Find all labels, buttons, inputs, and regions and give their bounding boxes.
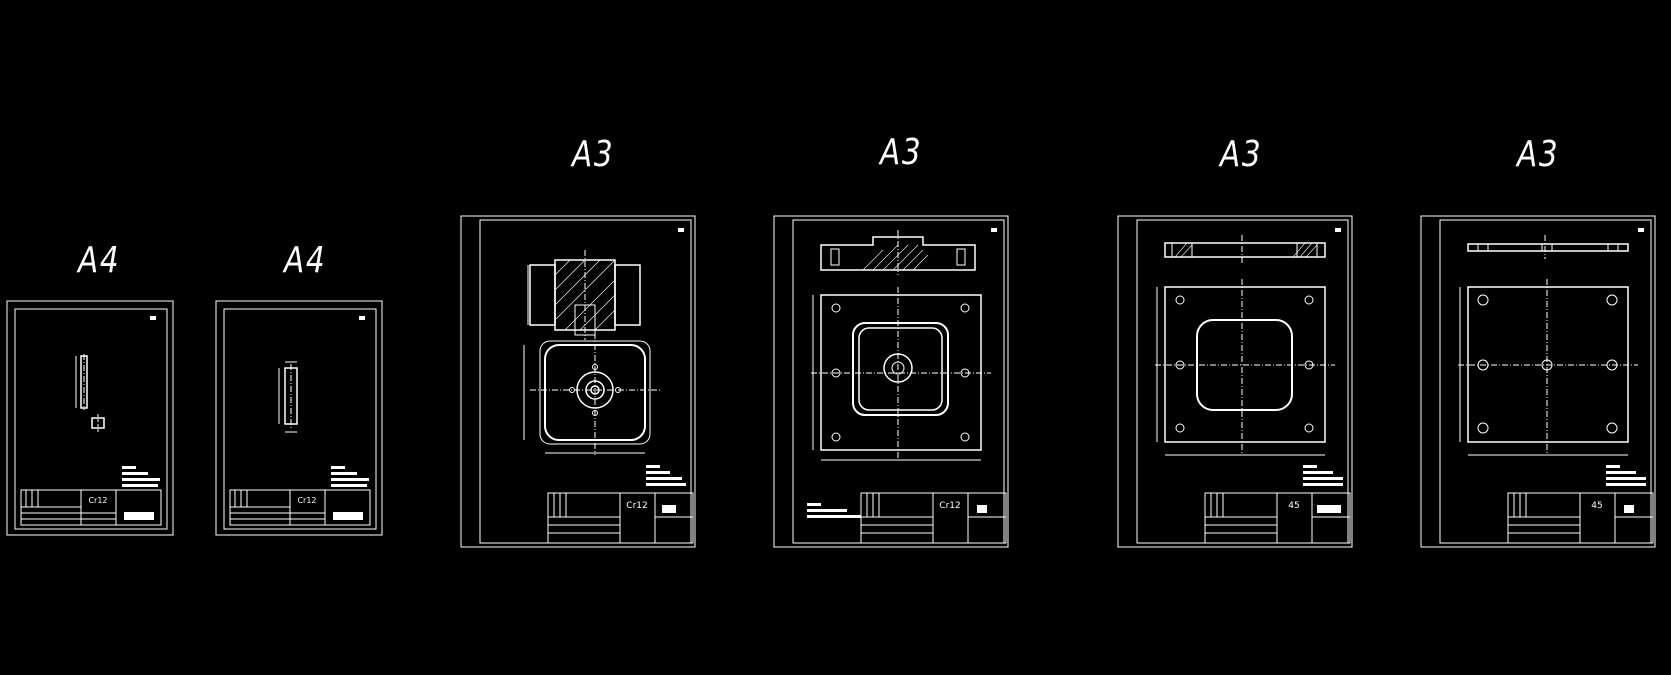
material-text: 45 [1288,501,1299,511]
plan-view [811,287,991,461]
drawing-name-text [662,505,676,513]
drawing-frame [223,308,377,530]
sheet-3-punch-drawing[interactable]: Cr12 [460,215,698,550]
pin-section-view [91,417,105,429]
plan-view [1458,279,1638,456]
drawing-frame [479,219,692,544]
sheet-5-size-label: A3 [1220,134,1263,175]
drawing-name-text [124,512,154,520]
drawing-name-text [1317,505,1341,513]
material-text: Cr12 [88,496,107,505]
sheet-1-size-label: A4 [78,240,121,281]
sheet-border [1117,215,1353,548]
sheet-6-size-label: A3 [1517,134,1560,175]
sheet-border [215,300,383,536]
material-text: Cr12 [626,501,647,511]
drawing-name-text [1624,505,1634,513]
sheet-3-size-label: A3 [572,134,615,175]
sheet-5-stripper-plate-drawing[interactable]: 45 [1117,215,1355,550]
section-view [1164,235,1326,265]
sheet-6-backing-plate-drawing[interactable]: 45 [1420,215,1658,550]
plan-view [1155,279,1335,456]
material-text: 45 [1591,501,1602,511]
drawing-name-text [977,505,987,513]
sheet-4-size-label: A3 [880,132,923,173]
section-view [1467,235,1629,259]
drawing-name-text [333,512,363,520]
sheet-border [460,215,696,548]
plan-view [523,333,660,455]
section-view [820,230,976,275]
material-text: Cr12 [297,496,316,505]
material-text: Cr12 [939,501,960,511]
sheet-2-size-label: A4 [284,240,327,281]
section-view [527,250,641,340]
sheet-border [773,215,1009,548]
sheet-4-die-plate-drawing[interactable]: Cr12 [773,215,1011,550]
drawing-frame [1439,219,1652,544]
drawing-frame [14,308,168,530]
sheet-1-pin-drawing[interactable]: Cr12 [6,300,176,538]
sheet-border [1420,215,1656,548]
sheet-2-pin-drawing[interactable]: Cr12 [215,300,385,538]
sheet-border [6,300,174,536]
